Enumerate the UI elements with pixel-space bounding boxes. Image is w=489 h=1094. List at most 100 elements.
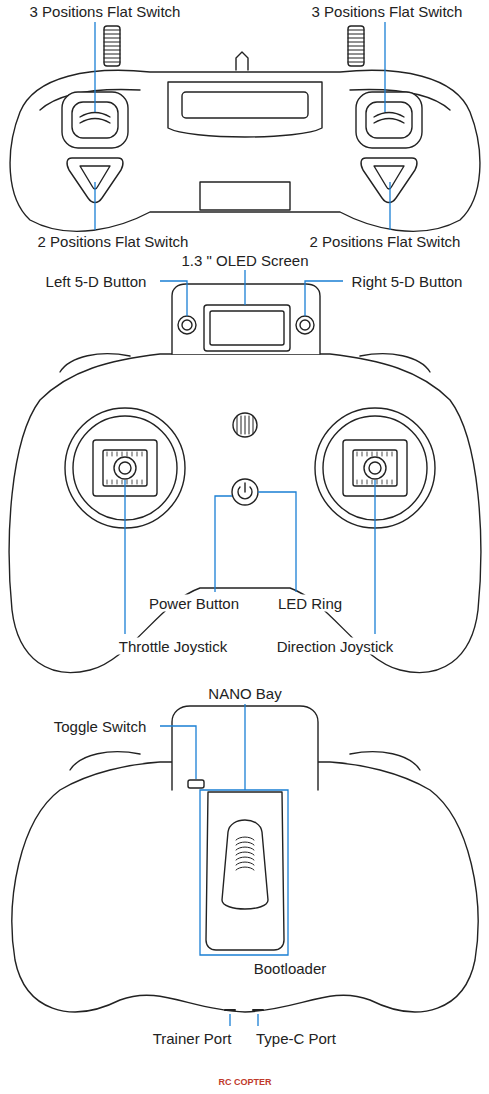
top-view-part-part <box>348 30 364 31</box>
front-view-part <box>210 311 284 345</box>
top-view-part-part <box>104 62 120 63</box>
part-label: LED Ring <box>276 595 344 612</box>
part-label: Left 5-D Button <box>44 273 149 290</box>
front-view-part <box>178 316 196 334</box>
back-view-part-part <box>236 862 254 865</box>
front-view-part-part <box>112 452 113 484</box>
top-view-part-part <box>348 42 364 43</box>
back-view-part-part <box>236 852 254 855</box>
front-view-part <box>300 320 310 330</box>
back-view-part <box>206 792 284 950</box>
top-view-part <box>10 70 480 231</box>
front-view-part-part <box>249 416 250 434</box>
leader-lines-part <box>389 182 390 230</box>
front-view-part <box>204 305 290 351</box>
leader-lines-part <box>124 480 125 634</box>
top-view-part-part <box>104 46 120 47</box>
front-view-part-part <box>253 416 254 434</box>
top-view <box>10 26 480 231</box>
leader-lines-part <box>160 726 196 779</box>
front-view-part-part <box>142 452 143 484</box>
top-view-part <box>374 113 404 124</box>
part-label: 1.3 " OLED Screen <box>179 252 310 269</box>
leader-lines-part <box>244 704 245 790</box>
part-label: Bootloader <box>252 960 329 977</box>
front-view-part <box>114 457 136 479</box>
front-view-part <box>238 483 252 499</box>
front-view-part <box>9 354 481 673</box>
top-view-part <box>361 158 417 203</box>
front-view-part <box>357 452 392 484</box>
leader-lines-part <box>384 22 385 112</box>
back-view-part <box>12 762 478 1012</box>
top-view-part-part <box>348 58 364 59</box>
front-view-part <box>107 452 142 484</box>
top-view-part <box>356 92 422 148</box>
top-view-part-part <box>348 38 364 39</box>
back-view-part-part <box>236 857 254 860</box>
part-label: Toggle Switch <box>52 718 149 735</box>
back-view-part <box>188 780 204 788</box>
part-label: 3 Positions Flat Switch <box>310 3 465 20</box>
leader-lines-part <box>200 790 288 955</box>
front-view-part-part <box>245 416 246 434</box>
front-view-part <box>232 479 258 505</box>
top-view-part <box>236 52 248 70</box>
part-label: NANO Bay <box>206 685 283 702</box>
leader-lines-part <box>94 182 95 230</box>
front-view-part-part <box>392 452 393 484</box>
back-view-part-part <box>236 842 254 845</box>
top-view-part-part <box>348 46 364 47</box>
top-view-part-part <box>104 38 120 39</box>
front-view-part-part <box>357 452 358 484</box>
leader-lines-part <box>215 496 232 592</box>
leader-lines-part <box>160 281 187 316</box>
top-view-part <box>104 30 364 62</box>
front-view <box>9 284 481 673</box>
part-label: Trainer Port <box>151 1030 234 1047</box>
front-view-part-part <box>241 416 242 434</box>
top-view-part-part <box>348 62 364 63</box>
part-label: 2 Positions Flat Switch <box>308 233 463 250</box>
leader-lines-part <box>229 1014 230 1026</box>
front-view-part <box>296 316 314 334</box>
part-label: 3 Positions Flat Switch <box>28 3 183 20</box>
front-view-part-part <box>107 452 108 484</box>
leader-lines-part <box>257 1014 258 1026</box>
front-view-part <box>369 462 381 474</box>
top-view-part-part <box>104 58 120 59</box>
top-view-part <box>80 113 110 124</box>
front-view-part-part <box>362 452 363 484</box>
leader-lines-part <box>94 22 95 112</box>
leader-lines-part <box>244 270 245 305</box>
top-view-part <box>182 92 308 118</box>
top-view-part-part <box>104 34 120 35</box>
top-view-part-part <box>104 30 120 31</box>
leader-lines-part <box>374 480 375 634</box>
leader-lines <box>95 22 390 1026</box>
front-view-part <box>172 284 320 354</box>
top-view-part-part <box>348 50 364 51</box>
controller-illustration-part <box>9 26 481 1012</box>
leader-lines-part <box>305 281 343 316</box>
part-label: Right 5-D Button <box>350 273 465 290</box>
front-view-part <box>182 320 192 330</box>
part-label: Type-C Port <box>254 1030 338 1047</box>
back-view-part-part <box>236 847 254 850</box>
part-label: Direction Joystick <box>275 638 396 655</box>
top-view-part <box>348 26 364 66</box>
top-view-part-part <box>348 54 364 55</box>
watermark: RC COPTER <box>216 1077 273 1088</box>
front-view-part <box>119 462 131 474</box>
front-view-part <box>364 457 386 479</box>
back-view-part-part <box>236 867 254 870</box>
back-view-part <box>236 837 254 870</box>
front-view-part <box>237 416 253 434</box>
back-view-part <box>225 1009 263 1011</box>
top-view-part-part <box>348 34 364 35</box>
back-view-part-part <box>236 837 254 840</box>
top-view-part <box>366 102 412 138</box>
top-view-part-part <box>104 42 120 43</box>
